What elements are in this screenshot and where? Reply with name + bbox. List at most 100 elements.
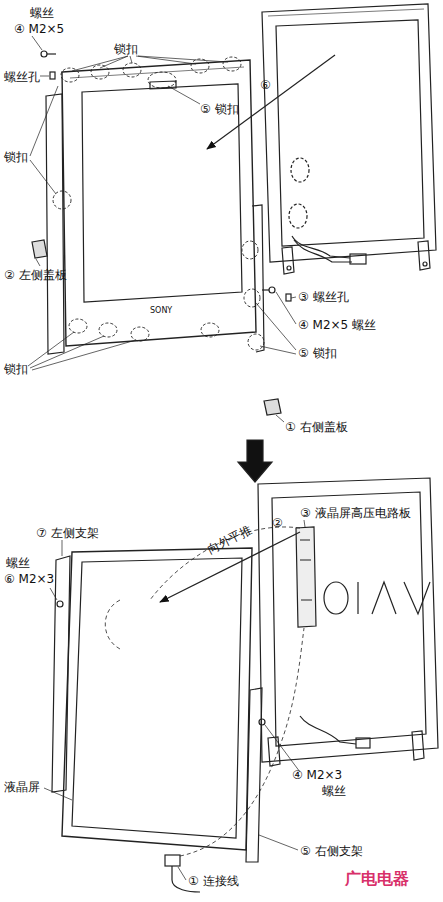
cable [356,738,370,748]
logo [324,582,348,614]
front-bezel [46,94,64,354]
callout-label: 螺丝孔 [4,70,40,84]
hinge [423,262,427,266]
watermark: 广电电器 [345,870,409,888]
logo [372,582,396,614]
lock-clip [223,57,241,71]
callout-number: ① 右侧盖板 [285,420,348,434]
lcd-panel [72,558,242,838]
brand-text: SONY [150,306,172,316]
dashed-route [105,600,122,650]
hinge [282,247,294,274]
back-cover [268,9,424,16]
leader-line [178,867,186,880]
callout-number: ⑤ 锁扣 [200,102,239,116]
back-cover [272,492,426,746]
step-arrow [238,440,272,482]
back-cover [276,20,424,246]
callout-label: 螺丝 [6,556,30,570]
callout-number: ③ 螺丝孔 [298,290,349,304]
front-bezel [62,60,256,346]
side-cover [32,240,47,258]
exploded-view [28,4,438,892]
screw [57,601,265,725]
screw [47,53,56,54]
callout-number: ③ 液晶屏高压电路板 [300,506,411,520]
lock-clip [53,57,264,350]
cable [294,240,352,262]
logo [357,582,358,614]
back-cover [258,478,438,762]
callout-number: ⑤ 锁扣 [298,346,337,360]
lock-clip [244,289,260,307]
leader-line [28,36,296,422]
leader-line [265,725,300,772]
screw [259,719,265,725]
lock-clip [191,59,209,73]
callout-number: ④ M2×5 [14,22,64,36]
leader-line [304,520,305,527]
lock-clip [69,319,87,333]
leader-line [62,540,63,556]
lcd-panel [62,548,252,850]
inverter-board [300,540,312,600]
callout-number: ④ M2×5 螺丝 [298,318,376,332]
leader-line [50,588,57,600]
inverter-board [296,527,316,627]
callout-number: ⑥ [260,78,271,92]
leader-line [28,332,136,370]
leader-line [256,303,296,354]
leader-line [276,415,284,422]
screw [41,51,291,301]
bracket [246,688,262,862]
callout-number: ⑥ M2×3 [4,572,54,586]
callout-label: 锁扣 [4,362,28,376]
lock-clip [131,327,149,341]
callout-number: ② 左侧盖板 [4,268,67,282]
lock-clip [201,323,219,337]
back-cover [258,478,438,762]
back-cover [262,4,436,262]
dashed-route [105,527,304,856]
front-bezel [82,84,242,302]
leader-line [259,835,298,850]
lock-clip [123,63,141,77]
callout-number: ④ M2×3 [292,768,342,782]
leader-line [168,86,200,104]
logo [404,582,430,614]
cable [350,254,366,264]
hinge [287,266,291,270]
front-bezel [252,205,264,352]
screw [50,72,55,79]
back-cover [262,4,436,262]
cable [300,716,356,744]
leader-line [276,292,296,324]
lock-clip [91,65,109,79]
direction-label: 向外平推 [205,523,254,557]
lock-clip [248,334,264,350]
lock-clip [99,323,117,337]
leader-line [44,788,72,800]
screw [286,294,291,301]
callout-label: 螺丝 [30,6,54,20]
callout-label: 液晶屏 [4,780,40,794]
callout-label: 锁扣 [114,42,138,56]
leader-line [30,86,58,194]
callout-number: ⑦ 左侧支架 [36,526,99,540]
logo [324,582,430,614]
screw [262,289,269,290]
leader-line [44,520,305,880]
callout-number: ② [272,516,283,530]
leader-line [36,259,40,266]
hinge [412,731,424,760]
lock-clip [148,72,176,88]
inverter-board [296,527,316,627]
lock-clip [242,241,258,259]
screw [57,601,63,607]
leader-line [32,36,42,50]
callout-number: ① 连接线 [188,874,239,888]
callout-number: ⑤ 右侧支架 [300,844,363,858]
lcd-panel [62,548,252,850]
